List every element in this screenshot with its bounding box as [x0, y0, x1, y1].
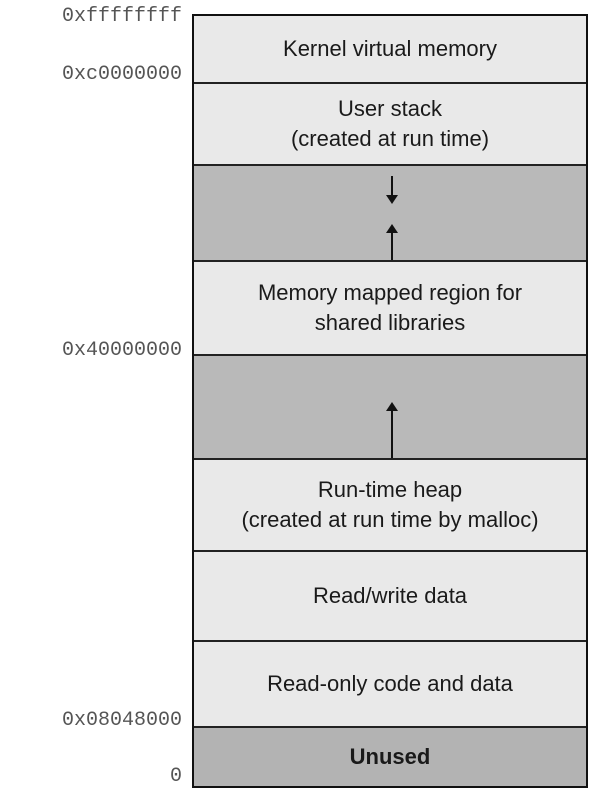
address-label-zero: 0 — [169, 765, 182, 788]
segment-unmapped-gap-upper — [194, 166, 586, 262]
address-label-top: 0xffffffff — [61, 5, 182, 28]
segment-run-time-heap: Run-time heap (created at run time by ma… — [194, 460, 586, 552]
segment-unmapped-gap-lower — [194, 356, 586, 460]
segment-heap-label: Run-time heap — [317, 477, 463, 502]
segment-memory-mapped-region: Memory mapped region for shared librarie… — [194, 262, 586, 356]
segment-user-stack: User stack (created at run time) — [194, 84, 586, 166]
segment-read-write-data: Read/write data — [194, 552, 586, 642]
stack-grows-down-arrow — [386, 176, 398, 204]
heap-grows-up-arrow — [386, 402, 398, 458]
segment-unused-label: Unused — [349, 744, 431, 769]
segment-heap-sublabel: (created at run time by malloc) — [241, 507, 539, 532]
segment-rw-data-label: Read/write data — [312, 583, 468, 608]
mmap-grows-up-arrow — [386, 224, 398, 260]
address-label-program-start: 0x08048000 — [61, 709, 182, 732]
segment-kernel-label: Kernel virtual memory — [283, 36, 497, 61]
memory-layout: Kernel virtual memory User stack (create… — [192, 14, 588, 788]
segment-user-stack-sublabel: (created at run time) — [290, 126, 490, 151]
segment-mmap-sublabel: shared libraries — [314, 310, 466, 335]
segment-unused: Unused — [194, 728, 586, 786]
segment-ro-code-label: Read-only code and data — [267, 671, 513, 696]
address-label-shared-libs: 0x40000000 — [61, 339, 182, 362]
address-label-kernel-start: 0xc0000000 — [61, 63, 182, 86]
segment-kernel-virtual-memory: Kernel virtual memory — [194, 16, 586, 84]
segment-user-stack-label: User stack — [338, 96, 442, 121]
segment-mmap-label: Memory mapped region for — [257, 280, 523, 305]
segment-read-only-code: Read-only code and data — [194, 642, 586, 728]
